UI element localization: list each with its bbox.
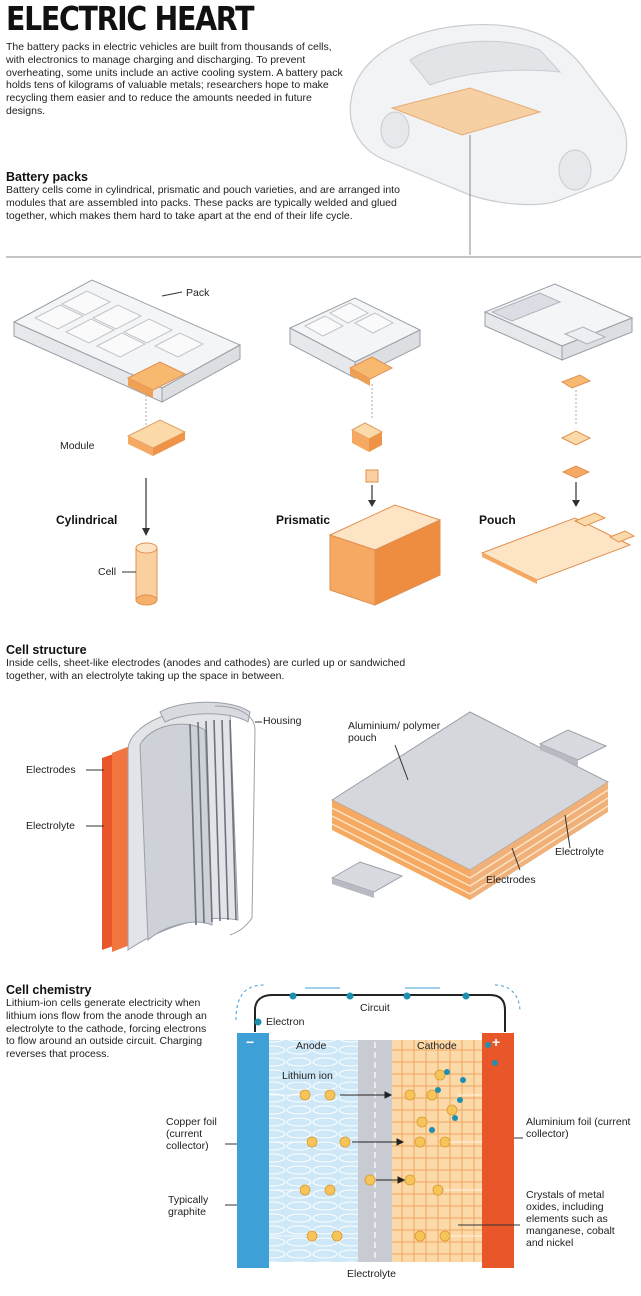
pouch-small-cell [561, 465, 591, 479]
pouch-cell [480, 512, 636, 584]
anode-label: Anode [296, 1040, 327, 1052]
prismatic-small-cell [365, 469, 379, 483]
pouch-module [560, 430, 592, 446]
lithium-ion-label: Lithium ion [282, 1070, 333, 1082]
cell-chemistry-text: Lithium-ion cells generate electricity w… [6, 997, 207, 1061]
graphite-label: Typically graphite [168, 1194, 209, 1218]
prismatic-label: Prismatic [276, 513, 331, 527]
intro-text: The battery packs in electric vehicles a… [6, 41, 343, 117]
pouch-pack [483, 283, 634, 389]
cell-label: Cell [98, 566, 117, 578]
chemistry-diagram [225, 984, 523, 1268]
pack-label: Pack [186, 287, 210, 299]
electrodes-right-label: Electrodes [486, 874, 536, 886]
pouch-module-highlight [560, 374, 592, 389]
cylindrical-cell [135, 542, 158, 606]
electrolyte-right-label: Electrolyte [555, 846, 605, 858]
prismatic-pack [288, 297, 422, 386]
cylindrical-label: Cylindrical [56, 513, 118, 527]
cathode-label: Cathode [417, 1040, 457, 1052]
cylindrical-pack [12, 279, 242, 403]
prismatic-cell [328, 504, 442, 606]
minus-sign-icon: − [246, 1034, 255, 1050]
plus-sign-icon: + [492, 1034, 501, 1050]
electrodes-left-label: Electrodes [26, 764, 76, 776]
cell-structure-heading: Cell structure [6, 643, 87, 657]
page-title: ELECTRIC HEART [6, 0, 254, 38]
electron-label: Electron [266, 1016, 305, 1028]
circuit-label: Circuit [360, 1002, 390, 1014]
crystals-label: Crystals of metal oxides, including elem… [526, 1189, 615, 1249]
pouch-material-label: Aluminium/ polymer pouch [348, 720, 441, 744]
cylinder-cutaway [102, 701, 256, 952]
car-illustration [349, 23, 628, 206]
cylindrical-module-highlight [126, 361, 187, 391]
battery-packs-heading: Battery packs [6, 170, 88, 184]
prismatic-module [350, 422, 384, 452]
cell-chemistry-heading: Cell chemistry [6, 983, 92, 997]
battery-packs-text: Battery cells come in cylindrical, prism… [6, 184, 400, 222]
cylindrical-module [126, 419, 187, 456]
aluminium-foil-label: Aluminium foil (current collector) [526, 1116, 631, 1140]
electrolyte-left-label: Electrolyte [26, 820, 76, 832]
housing-label: Housing [263, 715, 302, 727]
electrolyte-bottom-label: Electrolyte [347, 1268, 397, 1280]
module-label: Module [60, 440, 95, 452]
pouch-label: Pouch [479, 513, 516, 527]
car-battery-pack [390, 87, 542, 136]
pouch-cutaway [330, 711, 610, 900]
copper-foil-label: Copper foil (current collector) [166, 1116, 217, 1152]
cell-structure-text: Inside cells, sheet-like electrodes (ano… [6, 657, 406, 682]
